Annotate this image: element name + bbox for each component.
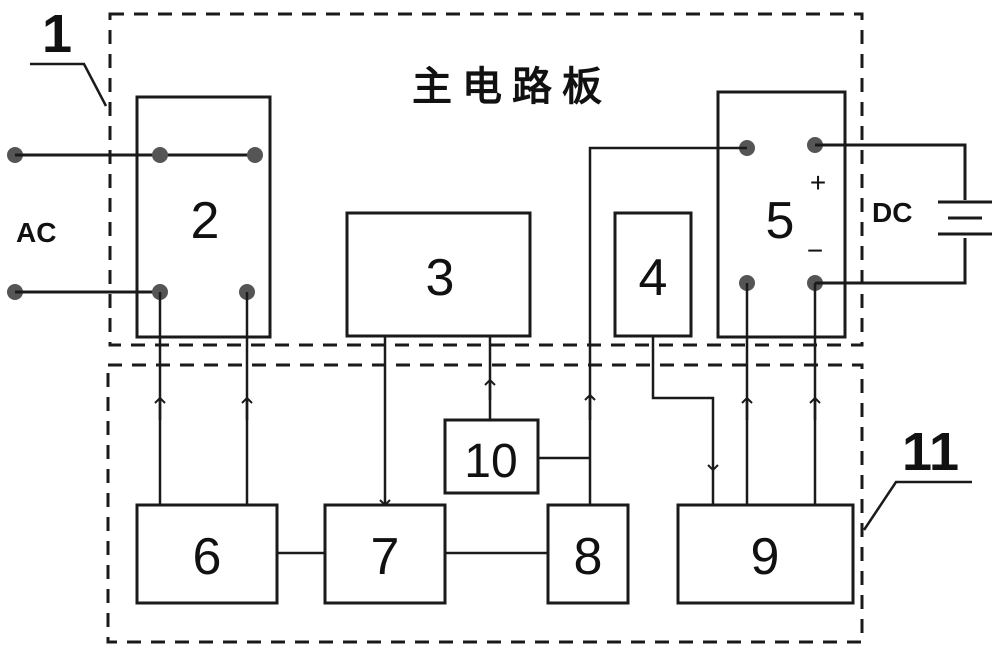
wire-4-to-9 (651, 337, 719, 472)
wire-8-to-5 (588, 146, 747, 505)
marker-1-leader (30, 62, 108, 107)
block-2-label: 2 (191, 192, 220, 250)
dc-wire-positive (815, 143, 967, 200)
main-board-title: 主电路板 (412, 65, 612, 109)
block-10-label: 10 (464, 435, 517, 488)
dc-wire-negative (815, 238, 967, 285)
board-marker-1: 1 (42, 4, 72, 64)
block-6-label: 6 (193, 528, 222, 586)
block-9-label: 9 (751, 528, 780, 586)
block-10 (443, 418, 540, 495)
block-2-node (247, 147, 263, 163)
block-4 (613, 211, 693, 338)
block-5-plus: + (810, 167, 826, 198)
block-3 (345, 211, 532, 338)
ac-label: AC (16, 217, 56, 248)
block-7-label: 7 (371, 528, 400, 586)
block-3-label: 3 (426, 249, 455, 307)
marker-11-leader (862, 480, 972, 531)
block-5-minus: − (807, 235, 823, 266)
main-board-outline (108, 12, 864, 347)
block-5-label: 5 (766, 192, 795, 250)
block-2-node (152, 147, 168, 163)
block-9 (676, 503, 855, 605)
battery-icon (938, 200, 992, 236)
block-8-label: 8 (574, 528, 603, 586)
board-marker-11: 11 (902, 422, 959, 482)
sub-board-outline (106, 363, 864, 644)
block-5 (716, 90, 847, 339)
block-2 (135, 95, 272, 339)
block-4-label: 4 (639, 249, 668, 307)
dc-label: DC (872, 197, 912, 228)
